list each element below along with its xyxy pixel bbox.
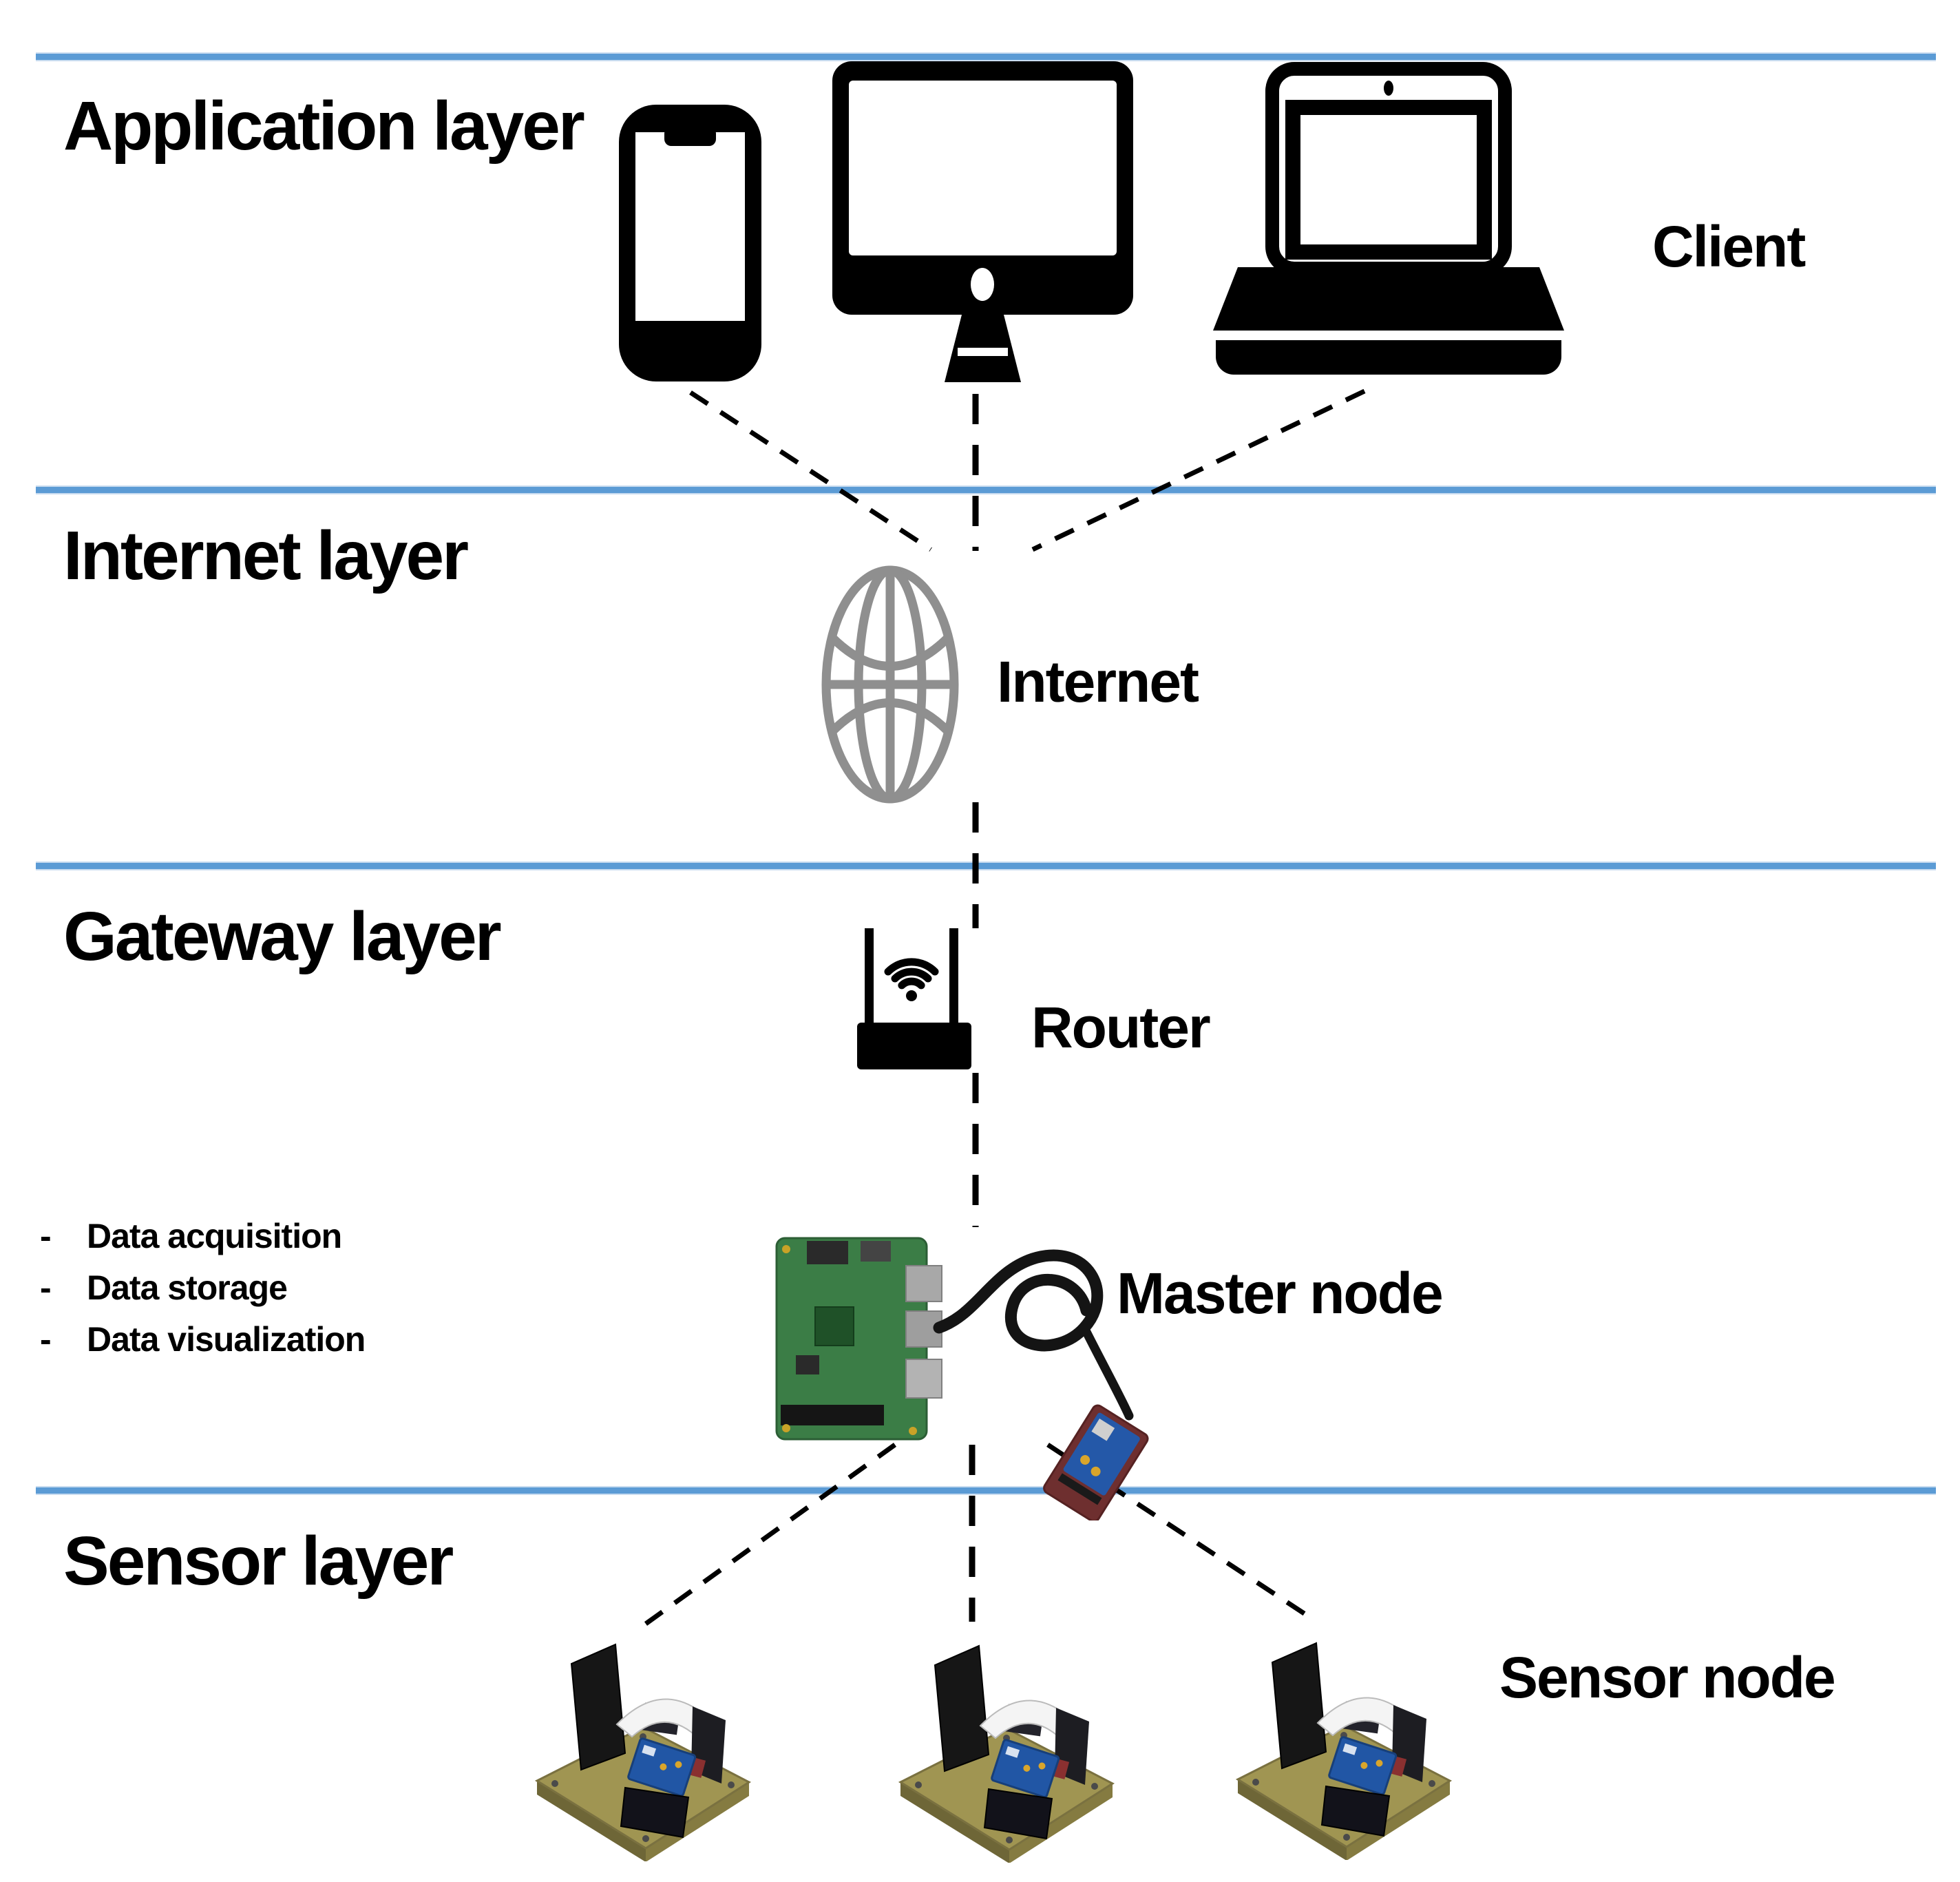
globe-icon xyxy=(821,565,959,804)
desktop-monitor-icon xyxy=(832,61,1133,382)
phone-notch xyxy=(664,127,716,146)
divider-line-application xyxy=(36,54,1936,60)
laptop-camera xyxy=(1384,81,1393,96)
bullet-dash: - xyxy=(40,1320,52,1359)
bullet-dash: - xyxy=(40,1268,52,1307)
module-pin-strip xyxy=(1057,1473,1102,1505)
sensor-node-photo-3 xyxy=(1230,1622,1457,1860)
phone-screen xyxy=(635,132,745,321)
wifi-dot xyxy=(906,990,917,1001)
master-function-label: Data visualization xyxy=(87,1320,366,1359)
router-antenna-left xyxy=(865,928,874,1026)
sensor-node-photo-1 xyxy=(529,1624,756,1861)
laptop-base xyxy=(1216,340,1561,375)
master-function-item: - Data acquisition xyxy=(38,1216,365,1268)
layer-label-gateway: Gateway layer xyxy=(63,898,502,975)
pi-mount-hole xyxy=(782,1424,790,1432)
pi-mount-hole xyxy=(782,1245,790,1253)
layer-label-application: Application layer xyxy=(63,87,585,165)
antenna-cable xyxy=(933,1249,1104,1352)
layer-label-sensor: Sensor layer xyxy=(63,1523,454,1600)
master-function-label: Data acquisition xyxy=(87,1217,342,1255)
wifi-router-icon xyxy=(857,928,971,1069)
wifi-signal-icon xyxy=(884,958,939,990)
pi-cpu-chip xyxy=(814,1306,854,1346)
pi-mount-hole xyxy=(909,1427,917,1435)
client-label: Client xyxy=(1652,214,1806,279)
monitor-screen xyxy=(849,81,1117,255)
pi-component xyxy=(796,1355,819,1374)
master-function-item: - Data storage xyxy=(38,1268,365,1319)
module-blue-pcb xyxy=(1063,1412,1140,1496)
divider-line-sensor xyxy=(36,1487,1936,1494)
laptop-deck xyxy=(1213,267,1564,331)
pi-ethernet-port xyxy=(905,1359,942,1399)
bullet-dash: - xyxy=(40,1217,52,1255)
router-antenna-right xyxy=(949,928,958,1026)
monitor-stand-slit xyxy=(958,348,1008,356)
link-laptop-internet xyxy=(1031,388,1366,552)
module-chip xyxy=(1091,1419,1115,1441)
master-functions-list: - Data acquisition - Data storage - Data… xyxy=(38,1216,366,1371)
router-body xyxy=(857,1023,971,1069)
monitor-logo-dot xyxy=(971,268,994,301)
master-node-photo xyxy=(775,1237,1149,1520)
pi-component xyxy=(807,1241,848,1264)
smartphone-icon xyxy=(619,105,761,381)
globe-wireframe xyxy=(821,565,959,804)
laptop-slit xyxy=(1221,331,1556,340)
divider-line-gateway xyxy=(36,863,1936,869)
laptop-screen xyxy=(1285,100,1492,260)
module-pad xyxy=(1090,1466,1101,1476)
router-label: Router xyxy=(1031,995,1211,1060)
master-function-item: - Data visualization xyxy=(38,1319,366,1371)
pi-component xyxy=(861,1241,891,1262)
pi-usb-port xyxy=(905,1265,942,1302)
antenna-module xyxy=(1043,1404,1149,1520)
sensor-node-photo-2 xyxy=(892,1625,1119,1863)
laptop-icon xyxy=(1213,62,1564,375)
master-function-label: Data storage xyxy=(87,1268,288,1307)
layer-label-internet: Internet layer xyxy=(63,517,469,594)
internet-label: Internet xyxy=(997,649,1199,714)
link-phone-internet xyxy=(689,390,932,552)
pi-gpio-header xyxy=(781,1405,884,1425)
module-pad xyxy=(1080,1455,1090,1465)
antenna-cable-tail xyxy=(1079,1323,1134,1421)
divider-line-internet xyxy=(36,487,1936,493)
sensor-node-label: Sensor node xyxy=(1499,1645,1836,1710)
master-node-label: Master node xyxy=(1117,1261,1444,1326)
